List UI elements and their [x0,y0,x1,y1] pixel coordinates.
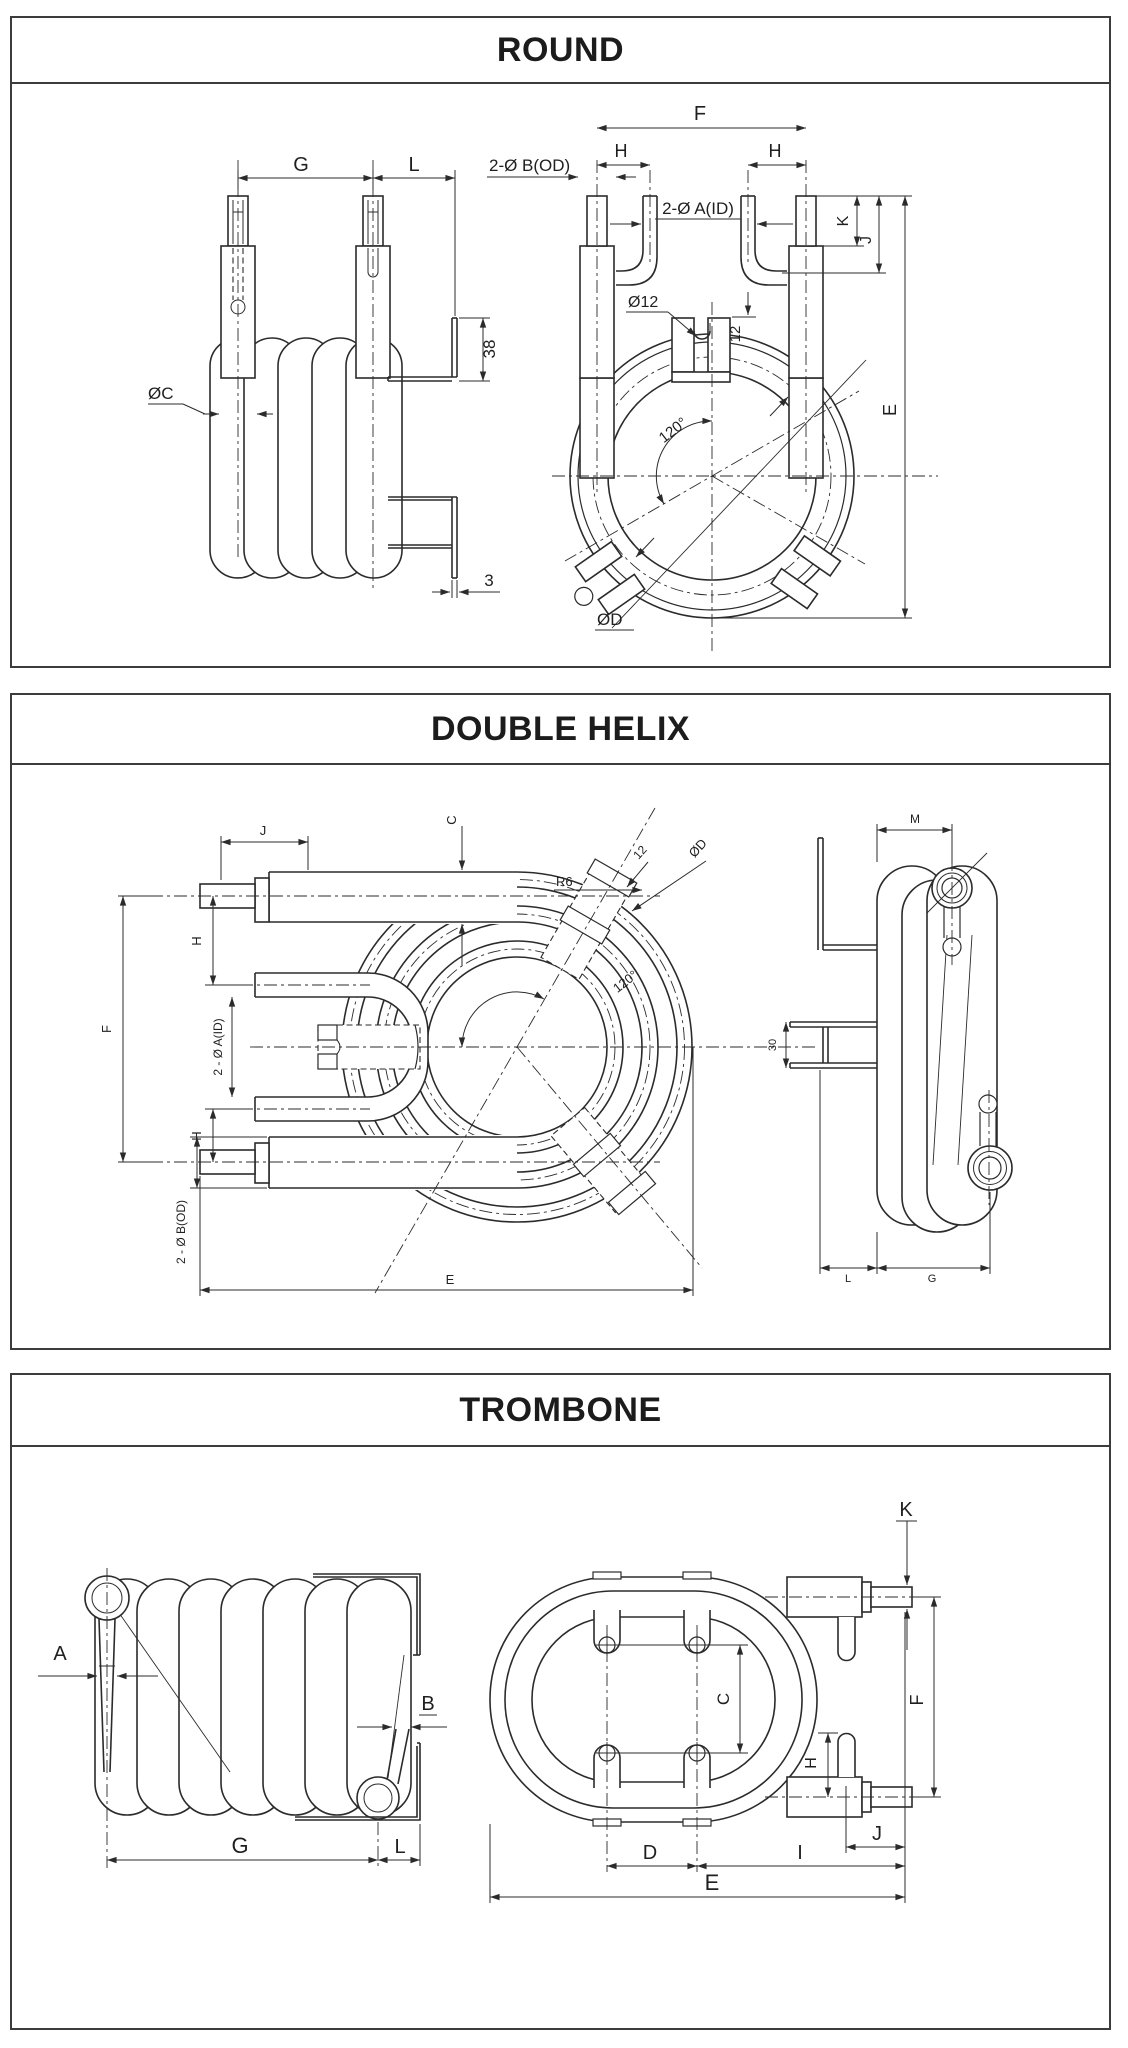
round-dim-38-label: 38 [480,340,499,359]
trombone-top-view-dims: C K F H J D I E [489,1499,941,1903]
helix-dim-e-label: E [446,1272,455,1287]
round-dim-h-left-label: H [615,141,628,161]
trombone-top-view-oval [489,1576,818,1823]
round-side-view-brackets [387,317,458,579]
helix-dim-m-label: M [910,812,920,826]
trombone-dim-e-label: E [705,1870,720,1895]
helix-dim-c-label: C [444,815,459,824]
helix-dim-l-label: L [845,1273,851,1285]
round-dim-j-label: J [858,236,875,244]
round-angle-label: 120° [656,414,691,447]
panel-trombone: TROMBONE [10,1373,1111,2030]
helix-od-label: ØD [686,836,710,861]
round-dim-12-label: 12 [727,326,744,343]
round-front-view-centerlines [552,160,938,652]
round-o12-label: Ø12 [628,294,658,311]
round-front-view-dims: 120° F H H 2-Ø B(OD) 2-Ø A(ID) K J E [487,103,912,631]
helix-dim-f-label: F [99,1025,114,1033]
helix-r6-label: R6 [556,874,573,889]
helix-terminals [199,870,517,1190]
trombone-side-view-fittings [84,1568,410,1868]
round-2oa-label: 2-Ø A(ID) [662,199,734,218]
trombone-dim-d-label: D [643,1842,657,1864]
helix-hidden-blocks [317,858,657,1216]
round-front-view-tabs [574,534,842,616]
panel-round: ROUND [10,16,1111,668]
round-dim-k-label: K [835,215,852,226]
trombone-dim-f-label: F [907,1695,927,1706]
helix-dim-g-label: G [928,1273,937,1285]
trombone-dim-h-label: H [803,1757,820,1769]
trombone-dim-c-label: C [714,1693,733,1705]
round-od-label: ØD [597,610,623,629]
round-dim-f-label: F [694,103,706,125]
panel-double-helix: DOUBLE HELIX [10,693,1111,1350]
helix-dim-h-bottom-label: H [189,1131,204,1140]
double-helix-drawings-svg: 120° J C R6 12 ØD H H F 2 - Ø A(ID) [99,807,1013,1296]
helix-centerlines [150,807,815,1294]
helix-side-view [789,837,1013,1233]
trombone-dim-l-label: L [394,1836,405,1858]
helix-dim-30-label: 30 [767,1039,779,1051]
trombone-top-view-terminals [765,1576,940,1818]
round-drawings-svg: G L 38 3 ØC [148,103,938,652]
round-oc-label: ØC [148,384,174,403]
trombone-drawings-svg: A B G L [38,1499,941,1903]
round-dim-g-label: G [293,154,309,176]
panel-trombone-title: TROMBONE [12,1375,1109,1447]
trombone-dim-k-label: K [899,1499,913,1521]
panel-double-helix-title: DOUBLE HELIX [12,695,1109,765]
trombone-dim-g-label: G [231,1833,248,1858]
trombone-dim-j-label: J [872,1823,882,1845]
helix-dim-j-label: J [260,823,267,838]
helix-side-view-dims: M 30 L G [767,812,991,1285]
trombone-side-view-dims: A B G L [38,1643,447,1866]
round-dim-3-label: 3 [484,571,493,590]
round-dim-l-label: L [408,154,419,176]
trombone-side-view-coil [94,1578,412,1816]
trombone-top-view-tabs [592,1571,712,1872]
trombone-dim-b-label: B [421,1693,434,1715]
helix-2ob-label: 2 - Ø B(OD) [174,1200,188,1264]
round-dim-e-label: E [880,404,900,416]
round-2ob-label: 2-Ø B(OD) [489,156,570,175]
trombone-side-view-brackets [295,1573,421,1821]
panel-round-title: ROUND [12,18,1109,84]
helix-dim-h-top-label: H [189,936,204,945]
round-side-view-dims: G L 38 3 ØC [148,154,500,598]
trombone-dim-i-label: I [797,1842,803,1864]
round-side-view-terminals [220,160,391,588]
round-dim-h-right-label: H [769,141,782,161]
helix-2oa-label: 2 - Ø A(ID) [211,1018,225,1075]
trombone-dim-a-label: A [53,1643,67,1665]
